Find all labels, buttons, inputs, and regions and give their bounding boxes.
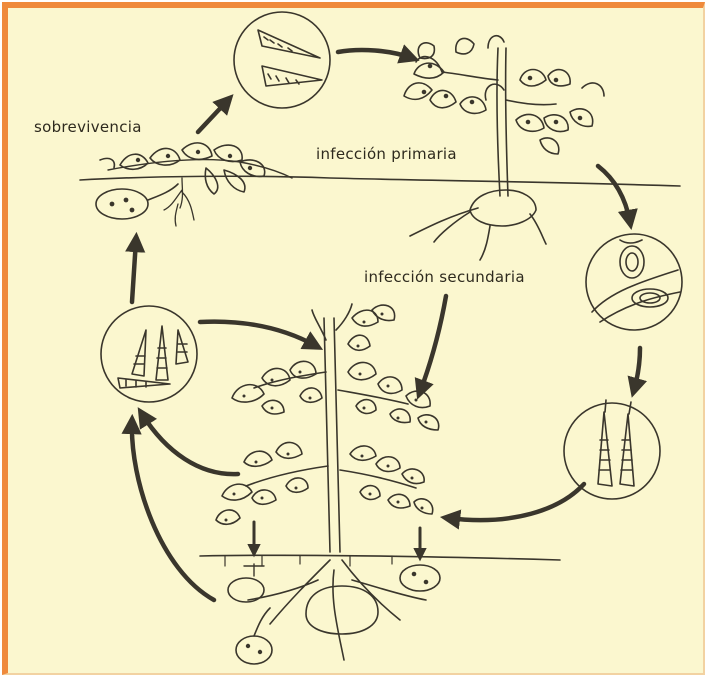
arrow-secondary-infection xyxy=(420,296,446,392)
cycle-arrows xyxy=(132,50,640,600)
spore-circle-right xyxy=(564,400,660,499)
label-primary-infection: infección primaria xyxy=(316,145,457,163)
secondary-infection-plant xyxy=(216,304,440,664)
spore-circle-top xyxy=(234,12,330,108)
arrow-plant-to-left-spores xyxy=(142,414,238,474)
label-survival: sobrevivencia xyxy=(34,118,142,136)
arrow-lesion-to-spores xyxy=(634,348,640,390)
arrow-spores-to-primary xyxy=(338,50,412,58)
arrow-primary-to-lesion xyxy=(598,166,630,222)
arrow-left-spores-to-plant xyxy=(200,322,316,346)
spore-circle-left xyxy=(101,306,197,402)
survival-plant xyxy=(96,143,292,226)
label-secondary-infection: infección secundaria xyxy=(364,268,525,286)
lesion-circle-right xyxy=(586,234,682,330)
arrow-spores-to-plant xyxy=(448,484,584,520)
soil-line-top xyxy=(80,176,680,186)
arrow-left-spores-to-survival xyxy=(132,240,136,302)
arrow-survival-to-spores xyxy=(198,100,228,132)
